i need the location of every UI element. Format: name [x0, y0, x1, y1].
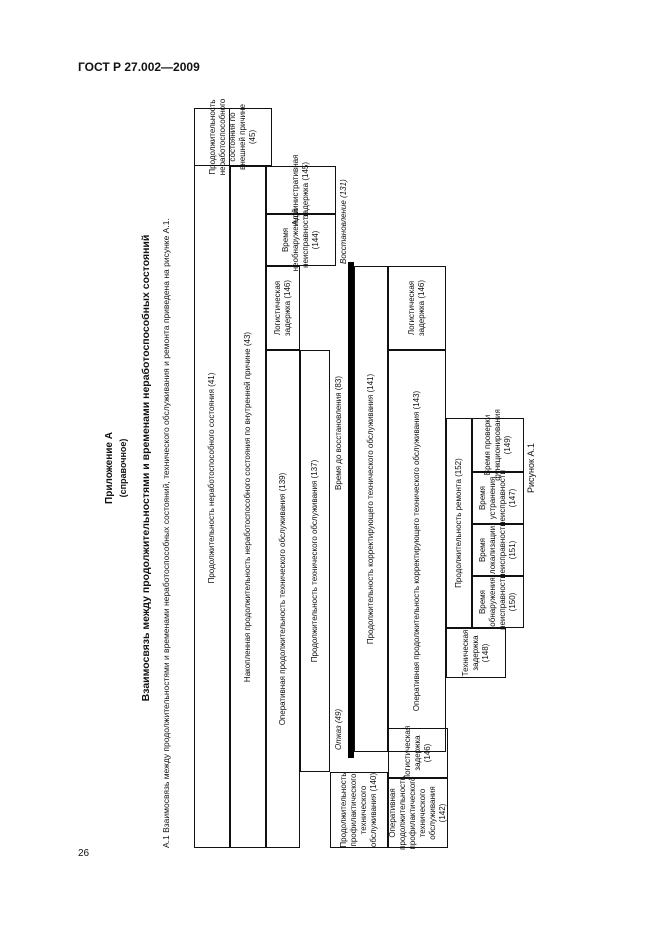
cell-admin-delay: Административная задержка (145): [266, 155, 336, 225]
figure-caption: Рисунок А.1: [526, 443, 536, 493]
cell-function-check: Время проверки функционирования (149): [472, 409, 524, 481]
cell-downtime: Продолжительность неработоспособного сос…: [194, 108, 230, 848]
cell-internal-downtime: Накопленная продолжительность неработосп…: [230, 166, 266, 848]
cell-corrective-operative: Оперативная продолжительность корректиру…: [388, 350, 446, 752]
cell-operative-maintenance: Оперативная продолжительность техническо…: [266, 350, 300, 848]
cell-fault-detection: Время обнаружения неисправности (150): [472, 574, 524, 630]
document-code: ГОСТ Р 27.002—2009: [78, 60, 200, 74]
cell-corrective-logistic: Логистическая задержка (146): [388, 266, 446, 350]
rotated-page-content: Приложение А (справочное) Взаимосвязь ме…: [100, 88, 540, 850]
label-failure: Отказ (49): [334, 708, 343, 750]
label-time-to-restoration: Время до восстановления (83): [334, 376, 343, 490]
cell-fault-localization: Время локализации неисправности (151): [472, 522, 524, 578]
downtime-diagram: Продолжительность неработоспособного сос…: [100, 88, 540, 850]
cell-external-downtime: Продолжительность неработоспособного сос…: [194, 99, 272, 175]
cell-technical-delay: Техническая задержка (148): [446, 628, 506, 678]
cell-maintenance-duration: Продолжительность технического обслужива…: [300, 350, 330, 772]
cell-logistic-delay-top: Логистическая задержка (146): [266, 266, 300, 350]
label-restoration: Восстановление (131): [339, 179, 348, 264]
page-number: 26: [78, 848, 90, 859]
cell-preventive-operative: Оперативная продолжительность профилакти…: [388, 776, 448, 850]
cell-preventive-maintenance: Продолжительность профилактического техн…: [330, 772, 388, 848]
cell-corrective-maintenance: Продолжительность корректирующего технич…: [354, 266, 388, 752]
cell-repair-duration: Продолжительность ремонта (152): [446, 418, 472, 628]
